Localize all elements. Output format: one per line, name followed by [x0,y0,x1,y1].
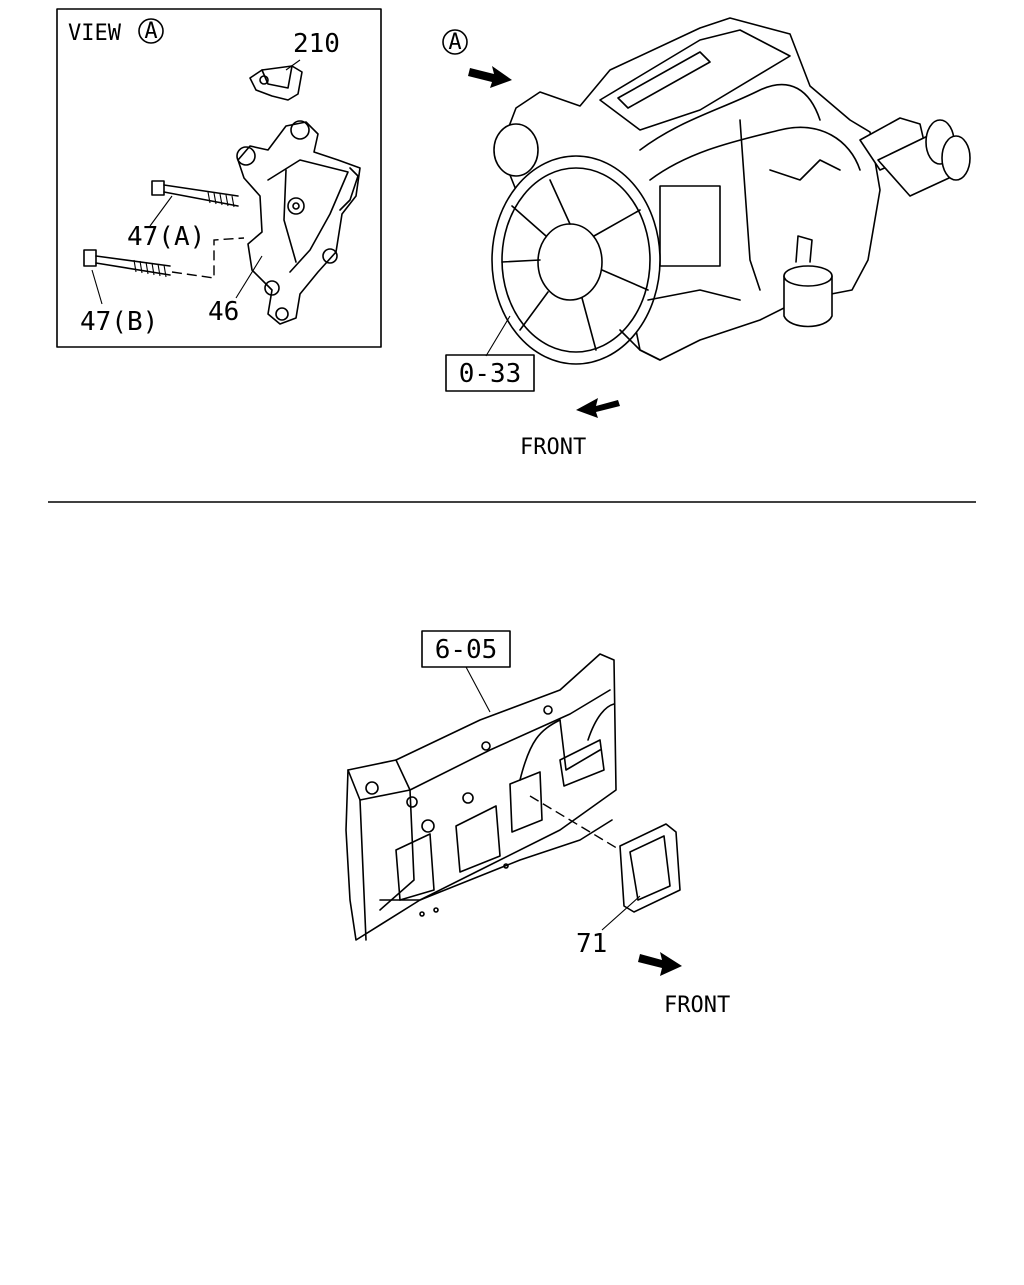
view-a-border [56,8,382,348]
view-a-title: VIEW [68,21,122,46]
view-a-circle-marker [138,18,164,44]
clip-210-drawing [249,59,303,101]
view-direction-arrow [468,66,512,88]
cylinder-block-drawing [345,653,617,941]
front-arrow-top [576,398,620,418]
callout-46: 46 [208,297,239,327]
view-marker-circle [442,29,468,55]
leader-46 [235,255,263,299]
gasket-71-drawing [529,795,681,931]
view-a-circle-letter: A [144,19,157,44]
view-marker-letter: A [448,30,461,55]
callout-71: 71 [576,929,607,959]
callout-47b: 47(B) [80,307,158,337]
callout-47a: 47(A) [127,222,205,252]
ref-6-05: 6-05 [435,635,498,665]
bolt-47a-drawing [149,180,239,227]
ref-box-0-33 [445,354,535,392]
callout-210: 210 [293,29,340,59]
engine-assembly-drawing: A [442,17,971,365]
front-label-bottom: FRONT [664,993,730,1018]
view-a-panel: VIEW A 210 [56,8,382,348]
bolt-47b-drawing [83,237,245,305]
front-label-top: FRONT [520,435,586,460]
bracket-46-drawing [236,120,361,325]
front-arrow-bottom [638,952,682,976]
leader-6-05 [465,666,491,713]
ref-0-33: 0-33 [459,359,522,389]
